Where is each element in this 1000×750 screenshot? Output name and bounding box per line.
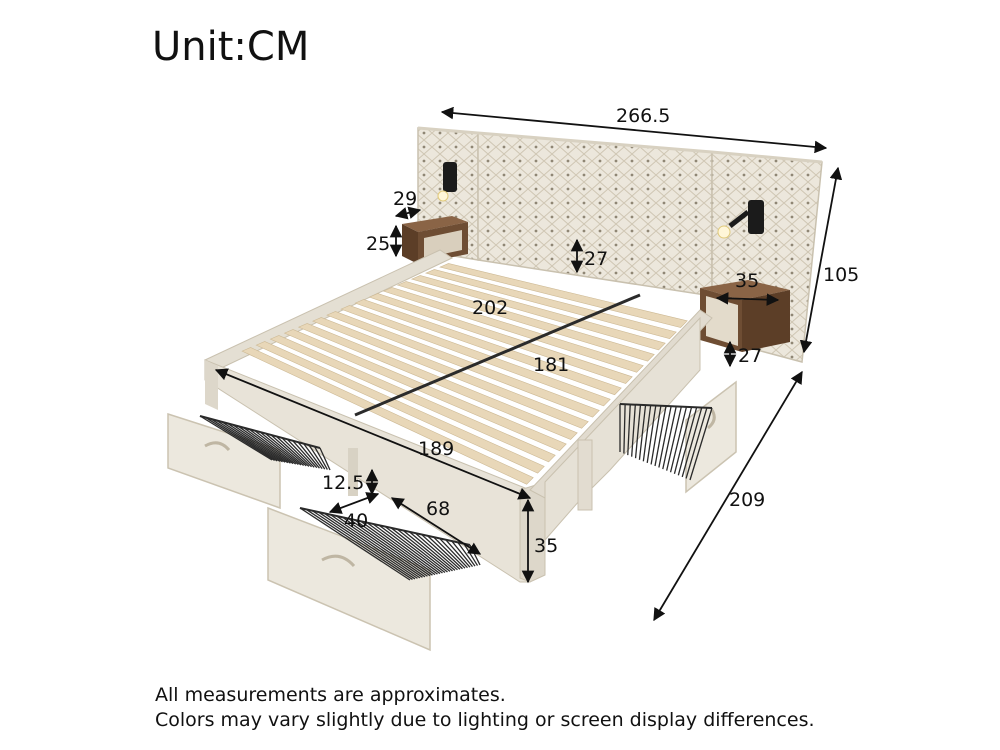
- dim-nightstand-depth: 29: [393, 188, 417, 210]
- basket-wire: [631, 404, 636, 457]
- right-lamp-icon: [717, 200, 764, 239]
- dim-headboard-gap: 27: [584, 248, 608, 270]
- slat: [382, 287, 644, 373]
- slat: [439, 263, 688, 328]
- basket-wire: [342, 516, 428, 577]
- basket-wire: [627, 404, 631, 456]
- dim-total-width: 266.5: [616, 105, 670, 127]
- note-approximate: All measurements are approximates.: [155, 684, 506, 706]
- basket-wire: [623, 404, 626, 454]
- dim-inner-width: 181: [533, 354, 569, 376]
- unit-title: Unit:CM: [152, 24, 310, 70]
- dim-drawer-depth: 68: [426, 498, 450, 520]
- dim-bed-height: 35: [534, 535, 558, 557]
- slat: [368, 293, 633, 384]
- basket-wire: [638, 405, 647, 460]
- basket-wire: [317, 511, 418, 579]
- dim-drawer-height: 12.5: [322, 472, 364, 494]
- dim-nightstand-height: 25: [366, 233, 390, 255]
- slat: [354, 299, 622, 396]
- dim-nightstand-width: 35: [735, 270, 759, 292]
- basket-wire: [329, 514, 423, 578]
- slat: [396, 281, 655, 362]
- dim-slat-length: 202: [472, 297, 508, 319]
- basket-wire: [642, 405, 652, 462]
- basket-wire: [323, 512, 421, 579]
- left-lamp-icon: [437, 162, 457, 202]
- dim-frame-length: 189: [418, 438, 454, 460]
- left-nightstand: [402, 216, 468, 264]
- basket-wire: [634, 404, 642, 459]
- slat: [410, 275, 666, 351]
- dimension-lines: [214, 106, 843, 622]
- dim-drawer-width: 40: [344, 510, 368, 532]
- basket-wire: [305, 508, 413, 581]
- dim-length: 209: [729, 489, 765, 511]
- basket-wire: [299, 507, 411, 581]
- note-colors: Colors may vary slightly due to lighting…: [155, 709, 815, 731]
- dim-nightstand-inner-height: 27: [738, 345, 762, 367]
- basket-wire: [336, 515, 426, 578]
- basket-wire: [348, 518, 431, 577]
- basket-wire: [311, 510, 416, 580]
- dim-height: 105: [823, 264, 859, 286]
